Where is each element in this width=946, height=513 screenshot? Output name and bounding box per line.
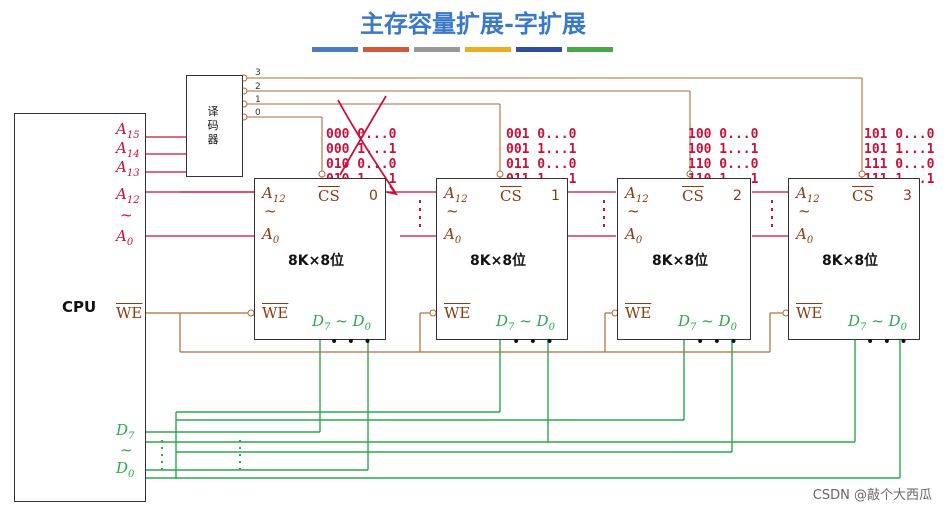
chip0-box (254, 178, 386, 340)
chip2-cs-label: CS (682, 187, 704, 205)
data-bus-wires (144, 338, 901, 479)
chip2-capacity: 8K×8位 (652, 253, 709, 269)
address-dots (419, 200, 773, 230)
chip0-tilde: ~ (264, 202, 277, 220)
cpu-d7-label: D7 (116, 421, 135, 443)
chip3-address-range: 101 0...0 101 1...1 111 0...0 111 1...1 (864, 127, 935, 187)
chip2-box (617, 178, 751, 340)
chip2-a0-label: A0 (625, 225, 643, 247)
chip3-a12-label: A12 (796, 184, 820, 206)
cpu-tilde-addr: ~ (120, 206, 133, 224)
cpu-a0-label: A0 (116, 227, 134, 249)
chip1-capacity: 8K×8位 (470, 253, 527, 269)
cpu-d0-label: D0 (116, 459, 135, 481)
chip1-a12-label: A12 (444, 184, 468, 206)
decoder-output-wires (247, 77, 863, 178)
watermark: CSDN @敲个大西瓜 (812, 488, 932, 503)
chip0-address-range: 000 0...0 000 1...1 010 0...0 010 1...1 (326, 127, 397, 187)
cpu-we-label: WE (116, 304, 143, 322)
chip3-we-label: WE (796, 304, 823, 322)
chip0-a12-label: A12 (262, 184, 286, 206)
color-bar-5 (516, 47, 562, 52)
color-bar-1 (312, 47, 358, 52)
chip1-number: 1 (551, 188, 560, 204)
chip1-box (436, 178, 568, 340)
cpu-a12-label: A12 (116, 185, 140, 207)
chip0-number: 0 (369, 188, 378, 204)
decoder-label: 译码器 (207, 105, 219, 146)
chip3-box (788, 178, 920, 340)
color-bar-4 (465, 47, 511, 52)
chip1-data-label: D7 ~ D0 (496, 312, 555, 334)
chip1-we-label: WE (444, 304, 471, 322)
chip0-data-label: D7 ~ D0 (312, 312, 371, 334)
color-bar-6 (567, 47, 613, 52)
decoder-pin-2: 2 (255, 82, 261, 92)
we-wires (144, 312, 786, 353)
chip3-capacity: 8K×8位 (822, 253, 879, 269)
chip2-data-dots: • • • (696, 334, 740, 350)
chip0-capacity: 8K×8位 (288, 253, 345, 269)
chip1-data-dots: • • • (512, 334, 556, 350)
chip3-data-label: D7 ~ D0 (848, 312, 907, 334)
decoder-pin-3: 3 (255, 68, 261, 78)
color-bar-3 (414, 47, 460, 52)
chip2-address-range: 100 0...0 100 1...1 110 0...0 110 1...1 (688, 127, 759, 187)
decoder-output-bubbles (240, 74, 866, 317)
chip2-data-label: D7 ~ D0 (678, 312, 737, 334)
cross-out-mark (337, 95, 399, 196)
chip3-a0-label: A0 (796, 225, 814, 247)
chip1-a0-label: A0 (444, 225, 462, 247)
chip1-address-range: 001 0...0 001 1...1 011 0...0 011 1...1 (506, 127, 577, 187)
decoder-pin-1: 1 (255, 95, 261, 105)
decoder-box (186, 75, 243, 177)
chip2-number: 2 (733, 188, 742, 204)
chip3-data-dots: • • • (866, 334, 910, 350)
page-title: 主存容量扩展-字扩展 (360, 9, 586, 38)
chip2-a12-label: A12 (625, 184, 649, 206)
chip3-tilde: ~ (798, 202, 811, 220)
cpu-a15-label: A15 (116, 120, 140, 142)
cpu-box (14, 113, 146, 502)
chip1-cs-label: CS (500, 187, 522, 205)
chip0-a0-label: A0 (262, 225, 280, 247)
chip0-cs-label: CS (318, 187, 340, 205)
chip2-we-label: WE (625, 304, 652, 322)
chip3-number: 3 (903, 188, 912, 204)
cpu-a13-label: A13 (116, 158, 140, 180)
decoder-pin-0: 0 (255, 108, 261, 118)
color-bar-2 (363, 47, 409, 52)
chip1-tilde: ~ (446, 202, 459, 220)
cpu-a14-label: A14 (116, 139, 140, 161)
data-bus-dots (161, 440, 241, 470)
chip3-cs-label: CS (852, 187, 874, 205)
chip0-we-label: WE (262, 304, 289, 322)
cpu-tilde-data: ~ (120, 441, 133, 459)
chip2-tilde: ~ (627, 202, 640, 220)
chip0-data-dots: • • • (330, 334, 374, 350)
cpu-label: CPU (62, 298, 97, 316)
